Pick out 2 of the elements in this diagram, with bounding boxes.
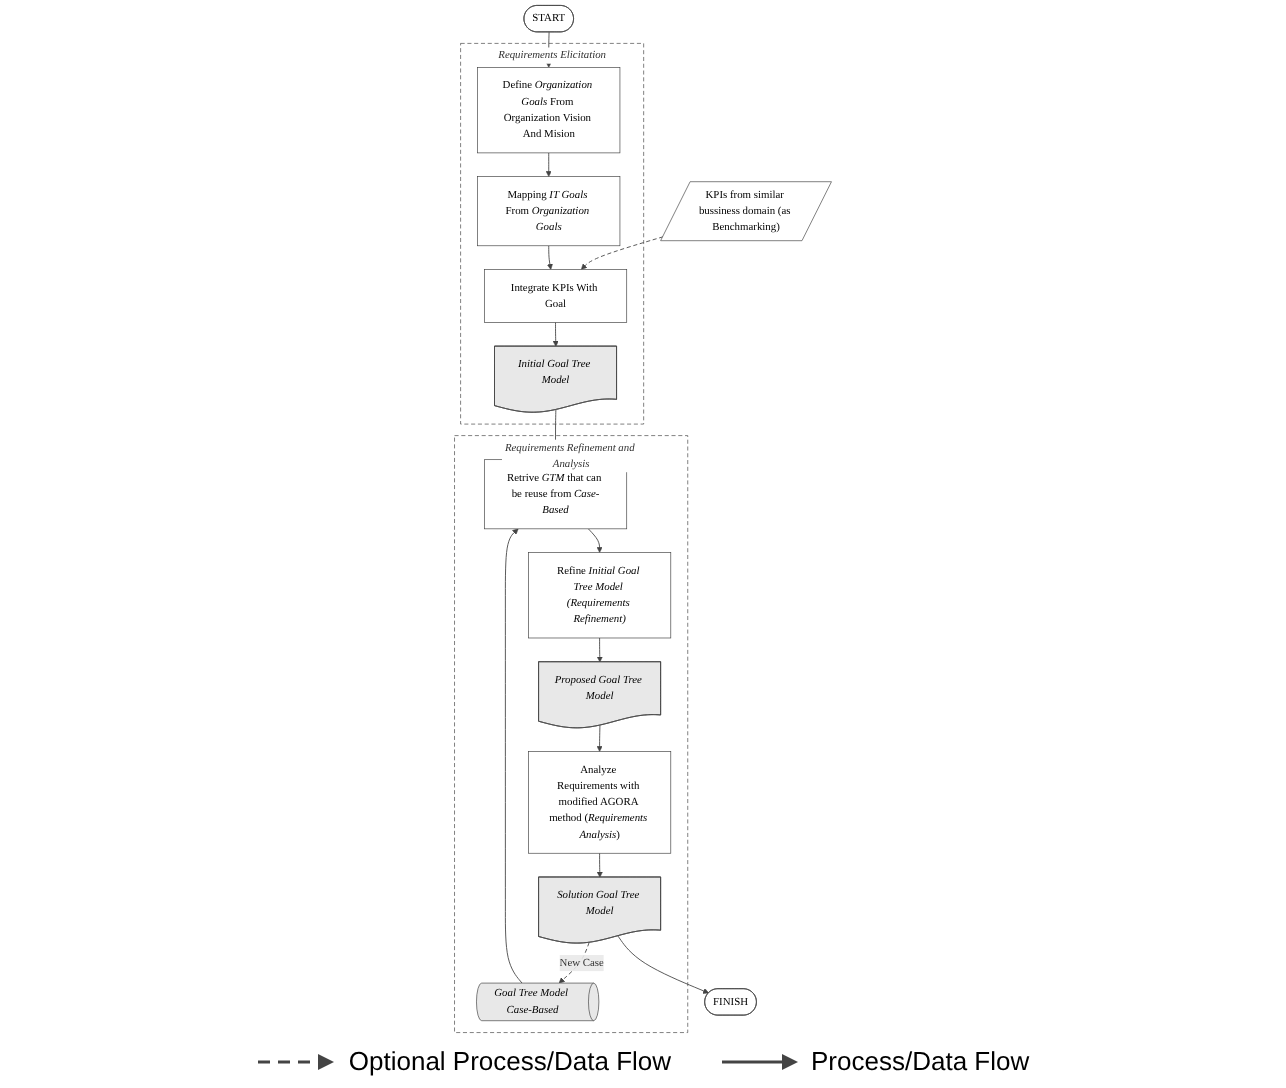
- legend-text: Process/Data Flow: [811, 1046, 1030, 1076]
- legend-text: Optional Process/Data Flow: [348, 1046, 672, 1076]
